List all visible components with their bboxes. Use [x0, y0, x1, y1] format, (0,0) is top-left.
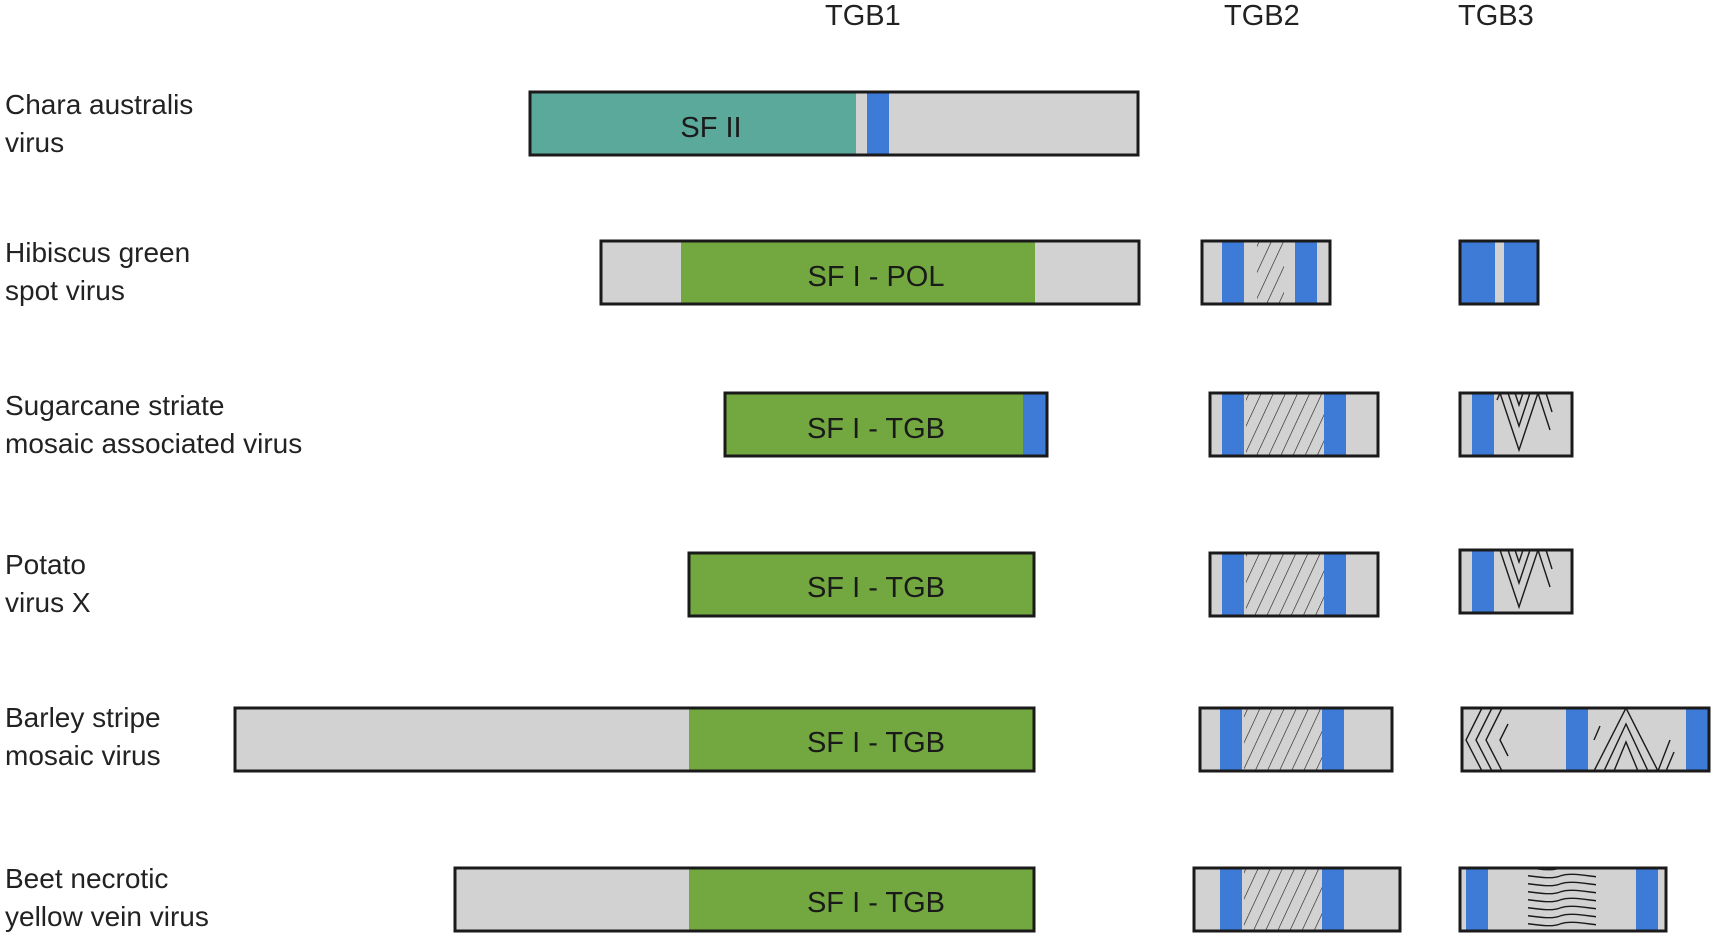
tm-segment [1472, 393, 1494, 456]
tgb1-outline [233, 706, 1036, 773]
tgb2-outline [1192, 866, 1402, 933]
tgb3-outline [1458, 548, 1574, 615]
tgb3-outline [1458, 239, 1540, 306]
domain-label: SF II [680, 112, 741, 144]
domain-label: SF I - TGB [807, 572, 945, 604]
tm-segment [1324, 553, 1346, 616]
tm-segment [1504, 241, 1538, 304]
tm-segment [1686, 708, 1708, 771]
tm-segment [1324, 393, 1346, 456]
tm-segment [1472, 550, 1494, 613]
tm-segment [1461, 241, 1495, 304]
header-tgb2: TGB2 [1224, 0, 1300, 32]
tm-segment [1220, 708, 1242, 771]
tgb1-outline [528, 90, 1140, 157]
row-beet-tgb2 [1192, 866, 1402, 933]
sf1-domain [725, 393, 1047, 456]
row-barley-tgb1: SF I - TGB [233, 706, 1036, 773]
row-hibiscus-tgb1: SF I - POL [599, 239, 1141, 306]
virus-name-line2: yellow vein virus [5, 901, 209, 932]
tm-segment [867, 92, 889, 155]
row-hibiscus-tgb2 [1200, 239, 1332, 306]
tgb1-outline [723, 391, 1049, 458]
virus-name-line2: mosaic virus [5, 740, 161, 771]
hatched-region [1246, 393, 1324, 456]
header-tgb1: TGB1 [825, 0, 901, 32]
sf1-domain [681, 241, 1035, 304]
tm-segment [1222, 553, 1244, 616]
domain-label: SF I - TGB [807, 413, 945, 445]
tm-segment [1322, 708, 1344, 771]
virus-label-potato: Potato virus X [5, 546, 91, 622]
domain-label: SF I - TGB [807, 887, 945, 919]
virus-label-sugarcane: Sugarcane striate mosaic associated viru… [5, 387, 302, 463]
tm-segment [1222, 393, 1244, 456]
tgb2-outline [1200, 239, 1332, 306]
hatched-region [1244, 708, 1322, 771]
tgb2-outline [1198, 706, 1394, 773]
sf2-domain [530, 92, 856, 155]
header-tgb3: TGB3 [1458, 0, 1534, 32]
row-chara-tgb1: SF II [528, 90, 1140, 157]
domain-label: SF I - POL [808, 261, 945, 293]
row-barley-tgb2 [1198, 706, 1394, 773]
tgb1-outline [453, 866, 1036, 933]
chevron-region [1496, 392, 1553, 453]
sf1-domain [689, 868, 1034, 931]
virus-name-line1: Barley stripe [5, 702, 161, 733]
virus-name-line1: Hibiscus green [5, 237, 191, 268]
row-sugarcane-tgb1: SF I - TGB [723, 391, 1049, 458]
row-potato-tgb2 [1208, 551, 1380, 618]
row-barley-tgb3 [1460, 706, 1711, 773]
tgb3-outline [1460, 706, 1711, 773]
tm-segment [1466, 868, 1488, 931]
virus-name-line1: Beet necrotic [5, 863, 169, 894]
tgb2-outline [1208, 551, 1380, 618]
tgb1-outline [599, 239, 1141, 306]
row-sugarcane-tgb2 [1208, 391, 1380, 458]
row-hibiscus-tgb3 [1458, 239, 1540, 306]
tm-segment [1222, 241, 1244, 304]
hatched-region [1244, 868, 1322, 931]
hatched-region [1257, 241, 1284, 304]
tm-segment [1322, 868, 1344, 931]
row-beet-tgb1: SF I - TGB [453, 866, 1036, 933]
hatched-region [1246, 553, 1324, 616]
virus-label-chara: Chara australis virus [5, 86, 193, 162]
row-beet-tgb3 [1458, 866, 1668, 933]
domain-label: SF I - TGB [807, 727, 945, 759]
tm-segment [1636, 868, 1658, 931]
row-potato-tgb1: SF I - TGB [687, 551, 1036, 618]
row-sugarcane-tgb3 [1458, 391, 1574, 458]
virus-name-line1: Sugarcane striate [5, 390, 225, 421]
virus-name-line1: Chara australis [5, 89, 194, 120]
chevron-region [1499, 549, 1553, 610]
virus-name-line2: virus X [5, 587, 91, 618]
tgb2-outline [1208, 391, 1380, 458]
tm-segment [1566, 708, 1588, 771]
tm-segment [1023, 393, 1047, 456]
virus-label-hibiscus: Hibiscus green spot virus [5, 234, 190, 310]
row-potato-tgb3 [1458, 548, 1574, 615]
virus-name-line2: virus [5, 127, 65, 158]
chevron-region [1465, 707, 1509, 772]
tgb3-outline [1458, 866, 1668, 933]
tgb1-outline [687, 551, 1036, 618]
sf1-domain [689, 708, 1034, 771]
virus-name-line2: spot virus [5, 275, 125, 306]
tm-segment [1295, 241, 1317, 304]
sf1-domain [689, 553, 1034, 616]
virus-name-line1: Potato [5, 549, 86, 580]
virus-name-line2: mosaic associated virus [5, 428, 303, 459]
virus-label-beet: Beet necrotic yellow vein virus [5, 860, 209, 936]
tm-segment [1220, 868, 1242, 931]
virus-label-barley: Barley stripe mosaic virus [5, 699, 161, 775]
wavy-region [1528, 868, 1596, 931]
tgb3-outline [1458, 391, 1574, 458]
